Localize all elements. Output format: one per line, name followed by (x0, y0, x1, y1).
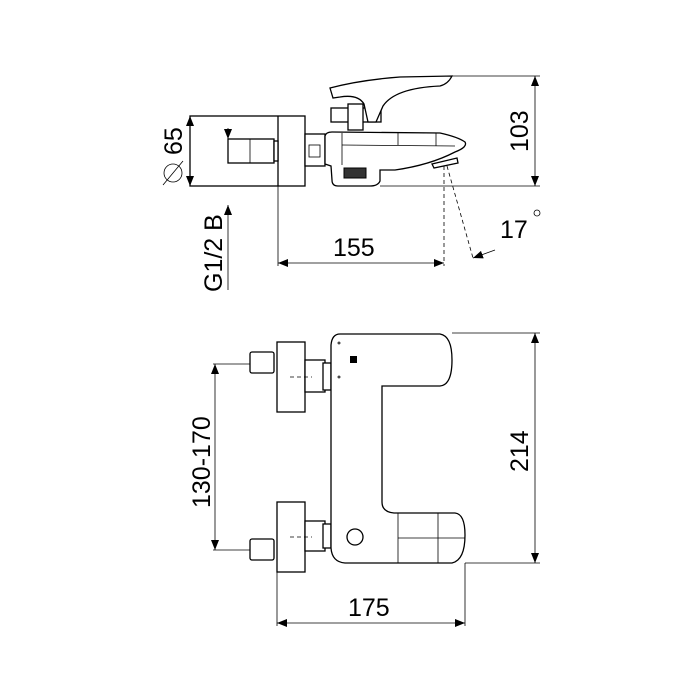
top-view: 130-170 214 175 (188, 332, 540, 627)
diameter-icon (162, 160, 184, 186)
inlet-pipe (227, 138, 275, 164)
projection-label-155: 155 (333, 234, 375, 262)
diameter-label: 65 (160, 127, 188, 155)
thread-label: G1/2 B (200, 214, 228, 292)
height-label-214: 214 (506, 430, 534, 472)
mixer-body-top (330, 333, 466, 564)
aerator (343, 167, 367, 179)
lever-handle (329, 75, 454, 123)
diverter-knob (346, 528, 364, 546)
side-view: G1/2 B 65 103 155 17 (160, 75, 541, 292)
degree-icon (533, 209, 541, 217)
brand-logo-icon (350, 356, 357, 363)
spacing-label: 130-170 (188, 416, 216, 508)
connector-nut (304, 133, 326, 167)
angle-label-17: 17 (500, 216, 528, 244)
width-label-175: 175 (348, 594, 390, 622)
height-label-103: 103 (506, 110, 534, 152)
